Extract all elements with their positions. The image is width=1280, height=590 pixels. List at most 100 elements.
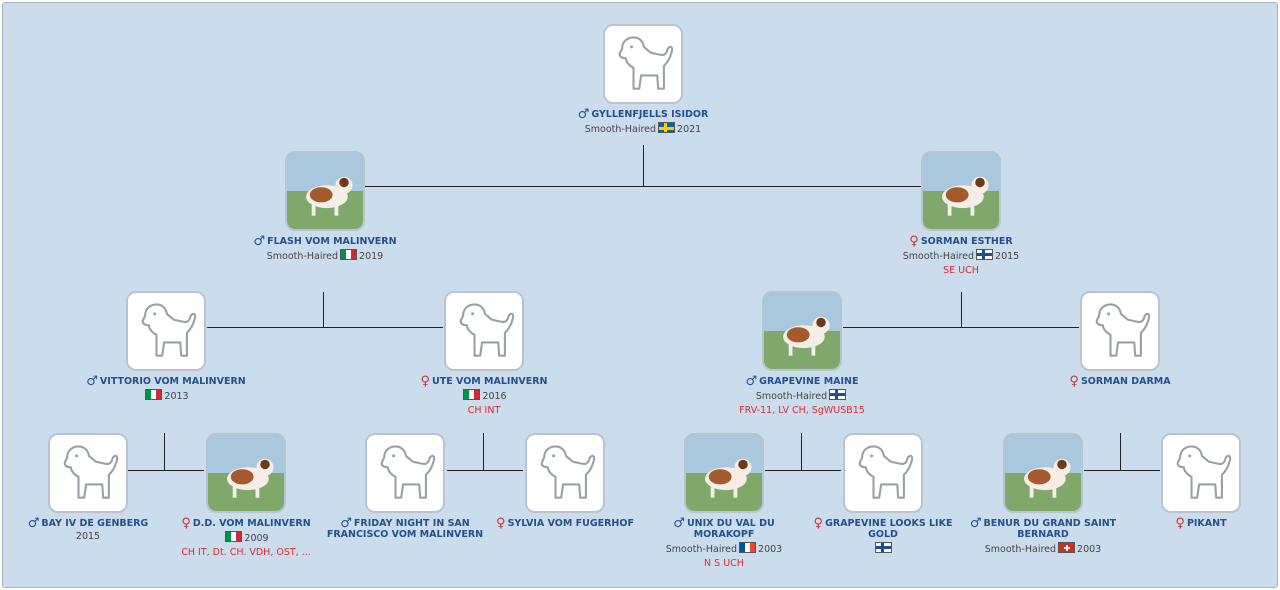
dog-photo[interactable] [843, 433, 923, 513]
dog-name: FLASH VOM MALINVERN [267, 236, 397, 247]
dog-name-link[interactable]: ♂BENUR DU GRAND SAINT BERNARD [958, 517, 1128, 540]
flag-ch-icon [1058, 542, 1076, 553]
birth-year: 2019 [359, 251, 384, 262]
female-icon: ♀ [496, 516, 506, 531]
dog-meta: Smooth-Haired 2019 [240, 249, 410, 263]
dog-name: VITTORIO VOM MALINVERN [99, 376, 246, 387]
flag-fi-icon [976, 249, 994, 260]
connector-line [765, 470, 841, 471]
connector-line [961, 292, 962, 328]
dog-photo[interactable] [365, 433, 445, 513]
birth-year: 2013 [164, 391, 189, 402]
dog-placeholder-icon [459, 303, 515, 357]
female-icon: ♀ [1175, 516, 1185, 531]
dog-photo[interactable] [285, 151, 365, 231]
male-icon: ♂ [577, 107, 590, 122]
dog-photo-icon [208, 435, 284, 511]
dog-name: SORMAN DARMA [1080, 376, 1171, 387]
connector-line [843, 327, 1079, 328]
dog-photo[interactable] [762, 291, 842, 371]
connector-line [323, 292, 324, 328]
dog-placeholder-icon [63, 445, 119, 499]
connector-line [483, 433, 484, 471]
flag-se-icon [658, 122, 676, 133]
coat-variety: Smooth-Haired [755, 391, 828, 402]
dog-name-link[interactable]: ♀D.D. VOM MALINVERN [161, 517, 331, 530]
dog-name-link[interactable]: ♀SORMAN DARMA [1035, 375, 1205, 388]
dog-card-grapevine-looks-like-gold: ♀GRAPEVINE LOOKS LIKE GOLD [798, 433, 968, 556]
dog-meta: 2015 [3, 531, 173, 543]
dog-card-pikant: ♀PIKANT [1116, 433, 1277, 531]
flag-fr-icon [739, 542, 757, 553]
dog-name-link[interactable]: ♀GRAPEVINE LOOKS LIKE GOLD [798, 517, 968, 540]
dog-meta: 2013 [81, 389, 251, 403]
dog-name: BENUR DU GRAND SAINT BERNARD [983, 518, 1117, 540]
dog-placeholder-icon [1095, 303, 1151, 357]
dog-meta: 2016 [399, 389, 569, 403]
dog-name-link[interactable]: ♂UNIX DU VAL DU MORAKOPF [639, 516, 809, 540]
dog-meta: Smooth-Haired [717, 389, 887, 403]
connector-line [207, 327, 443, 328]
dog-meta [798, 542, 968, 556]
dog-card-flash-vom-malinvern: ♂FLASH VOM MALINVERN Smooth-Haired 2019 [240, 151, 410, 263]
female-icon: ♀ [420, 374, 431, 389]
dog-name: SYLVIA VOM FUGERHOF [507, 518, 634, 529]
dog-name-link[interactable]: ♂VITTORIO VOM MALINVERN [81, 374, 251, 389]
dog-card-friday-night: ♂FRIDAY NIGHT IN SAN FRANCISCO VOM MALIN… [320, 433, 490, 540]
dog-meta: Smooth-Haired 2021 [558, 122, 728, 136]
dog-name-link[interactable]: ♀UTE VOM MALINVERN [399, 374, 569, 389]
dog-photo[interactable] [921, 151, 1001, 231]
male-icon: ♂ [27, 516, 40, 531]
dog-meta: Smooth-Haired 2003 [639, 542, 809, 556]
dog-photo-icon [923, 153, 999, 229]
female-icon: ♀ [909, 234, 919, 249]
dog-titles: CH IT, Dt. CH. VDH, OST, ... [181, 547, 311, 558]
dog-photo[interactable] [603, 24, 683, 104]
dog-photo-icon [1005, 435, 1081, 511]
dog-name-link[interactable]: ♂FLASH VOM MALINVERN [240, 235, 410, 248]
dog-name-link[interactable]: ♀PIKANT [1116, 516, 1277, 531]
dog-name-link[interactable]: ♀SORMAN ESTHER [876, 234, 1046, 249]
dog-name-link[interactable]: ♂BAY IV DE GENBERG [3, 516, 173, 531]
dog-name: UNIX DU VAL DU MORAKOPF [686, 518, 775, 540]
male-icon: ♂ [673, 516, 685, 531]
birth-year: 2015 [75, 531, 101, 542]
dog-photo[interactable] [525, 433, 605, 513]
dog-photo[interactable] [48, 433, 128, 513]
connector-line [1120, 433, 1121, 471]
dog-name-link[interactable]: ♂GRAPEVINE MAINE [717, 374, 887, 389]
coat-variety: Smooth-Haired [266, 251, 339, 262]
birth-year: 2021 [677, 124, 702, 135]
dog-name: SORMAN ESTHER [920, 236, 1013, 247]
dog-titles: FRV-11, LV CH, SgWUSB15 [739, 405, 865, 416]
flag-it-icon [225, 531, 243, 542]
connector-line [801, 433, 802, 471]
coat-variety: Smooth-Haired [984, 544, 1057, 555]
coat-variety: Smooth-Haired [665, 544, 738, 555]
male-icon: ♂ [86, 374, 98, 389]
dog-photo[interactable] [126, 291, 206, 371]
dog-photo[interactable] [1003, 433, 1083, 513]
birth-year: 2016 [482, 391, 507, 402]
dog-placeholder-icon [1176, 445, 1232, 499]
coat-variety: Smooth-Haired [584, 124, 657, 135]
dog-name-link[interactable]: ♂GYLLENFJELLS ISIDOR [558, 107, 728, 122]
connector-line [643, 145, 644, 187]
dog-photo[interactable] [1161, 433, 1241, 513]
dog-placeholder-icon [141, 303, 197, 357]
dog-name-link[interactable]: ♂FRIDAY NIGHT IN SAN FRANCISCO VOM MALIN… [320, 517, 490, 540]
dog-photo[interactable] [444, 291, 524, 371]
dog-photo[interactable] [1080, 291, 1160, 371]
dog-photo-icon [764, 293, 840, 369]
flag-it-icon [340, 249, 358, 260]
male-icon: ♂ [745, 374, 758, 389]
dog-photo[interactable] [684, 433, 764, 513]
birth-year: 2003 [758, 544, 783, 555]
dog-name-link[interactable]: ♀SYLVIA VOM FUGERHOF [480, 516, 650, 531]
dog-photo[interactable] [206, 433, 286, 513]
